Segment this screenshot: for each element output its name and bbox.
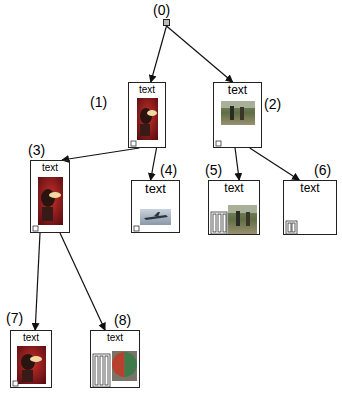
portrait-image (17, 346, 46, 384)
portrait-image (137, 98, 158, 140)
thumbnail-caption: text (132, 182, 179, 196)
thumbnail-caption: text (284, 182, 336, 195)
outdoor-photo (221, 101, 255, 125)
callout-number: (5) (205, 162, 222, 178)
thumbnail-caption: text (91, 332, 139, 343)
tree-arrow (151, 148, 157, 180)
thumbnail-box: (7)text (10, 330, 52, 388)
thumbnail-box: (4)text (131, 180, 180, 233)
tree-arrow (62, 148, 139, 160)
thumbnail-box: (8)text (90, 330, 140, 388)
tree-arrow (60, 233, 105, 330)
tree-arrow (167, 26, 233, 82)
thumbnail-caption: text (214, 84, 261, 97)
thumbnail-caption: text (209, 182, 259, 195)
thumbnail-caption: text (11, 332, 51, 343)
bars-icon (286, 221, 297, 234)
aircraft-photo (140, 209, 171, 225)
thumbnail-box: (1)text (128, 82, 166, 148)
callout-number: (0) (153, 2, 170, 18)
thumbnail-caption: text (31, 162, 69, 173)
portrait-image (38, 177, 63, 225)
callout-number: (1) (90, 94, 107, 110)
thumbnail-box: (2)text (213, 82, 262, 148)
callout-number: (3) (28, 142, 45, 158)
ball-image (112, 351, 137, 381)
tree-arrow (235, 148, 239, 180)
callout-number: (4) (160, 162, 177, 178)
thumbnail-box: (5)text (208, 180, 260, 235)
thumbnail-box: (3)text (30, 160, 70, 233)
tree-arrow (151, 26, 167, 82)
tree-arrow (250, 148, 299, 180)
callout-number: (2) (264, 96, 281, 112)
callout-number: (8) (114, 312, 131, 328)
tree-arrow (35, 233, 40, 330)
outdoor-photo (228, 205, 257, 234)
bars-icon (93, 354, 110, 387)
thumbnail-caption: text (129, 84, 165, 95)
callout-number: (6) (314, 162, 331, 178)
callout-number: (7) (6, 310, 23, 326)
thumbnail-box: (6)text (283, 180, 337, 235)
bars-icon (211, 212, 227, 234)
root-square: (0) (163, 19, 170, 26)
